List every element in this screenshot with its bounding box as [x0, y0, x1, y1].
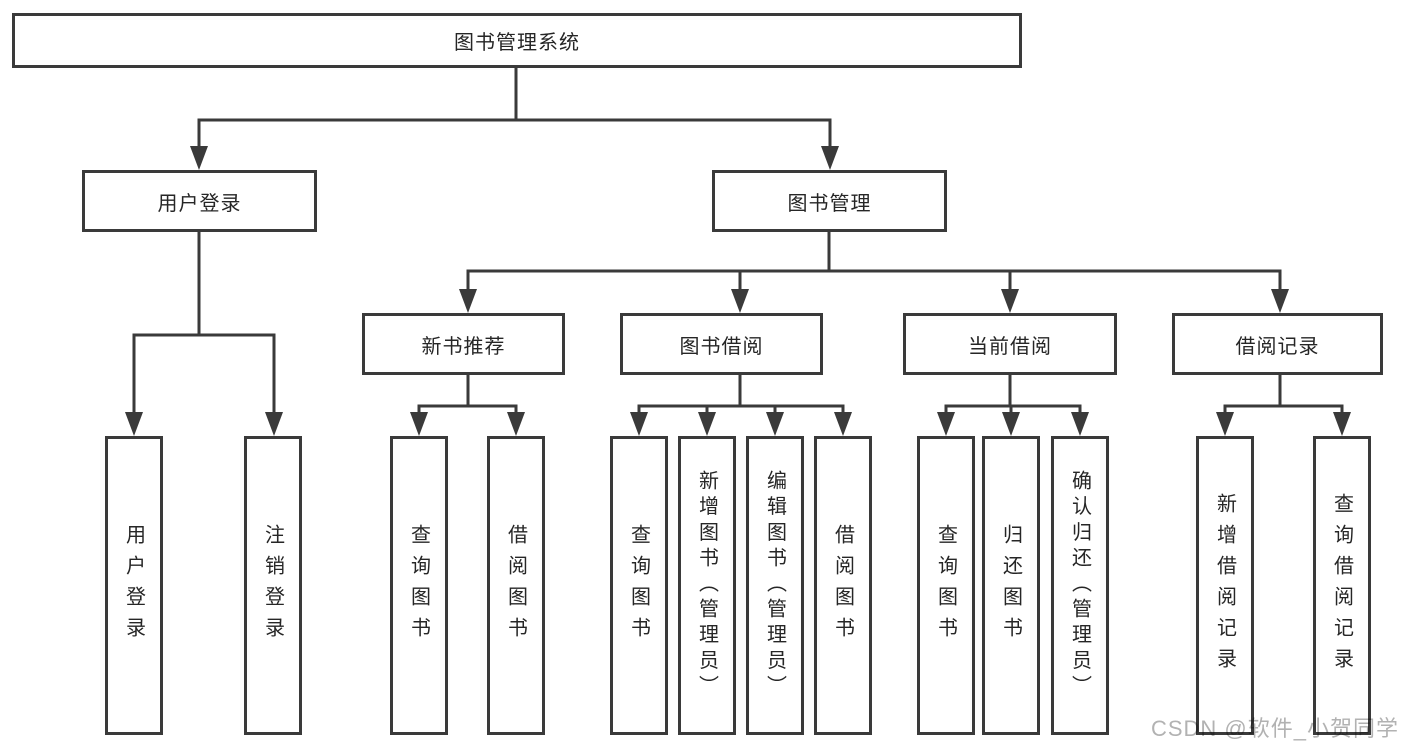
node-label: 图书管理系统: [454, 32, 580, 54]
node-label: 确认归还（管理员）: [1068, 470, 1091, 701]
node-borrow-books-leaf: 借阅图书: [814, 436, 872, 735]
node-label: 查询图书: [934, 523, 957, 648]
node-label: 用户登录: [122, 523, 145, 648]
node-query-books-recommend: 查询图书: [390, 436, 448, 735]
node-new-book-recommend: 新书推荐: [362, 313, 565, 375]
node-logout: 注销登录: [244, 436, 302, 735]
node-confirm-return-admin: 确认归还（管理员）: [1051, 436, 1109, 735]
node-label: 图书管理: [787, 192, 872, 215]
node-label: 新增图书（管理员）: [695, 470, 718, 701]
node-label: 注销登录: [261, 523, 284, 648]
node-label: 用户登录: [157, 192, 242, 215]
node-book-management: 图书管理: [712, 170, 947, 232]
node-label: 借阅图书: [831, 523, 854, 648]
node-label: 借阅记录: [1235, 335, 1320, 358]
arrowheads: [125, 146, 1351, 436]
node-library-system: 图书管理系统: [12, 13, 1022, 68]
node-label: 借阅图书: [504, 523, 527, 648]
node-label: 归还图书: [999, 523, 1022, 648]
node-label: 查询图书: [407, 523, 430, 648]
node-query-books-current: 查询图书: [917, 436, 975, 735]
node-label: 新增借阅记录: [1213, 492, 1236, 679]
node-book-borrow: 图书借阅: [620, 313, 823, 375]
node-add-borrow-record: 新增借阅记录: [1196, 436, 1254, 735]
node-user-login: 用户登录: [82, 170, 317, 232]
csdn-watermark: CSDN @软件_小贺同学: [1150, 716, 1399, 741]
node-label: 查询图书: [627, 523, 650, 648]
node-current-borrow: 当前借阅: [903, 313, 1117, 375]
node-return-book: 归还图书: [982, 436, 1040, 735]
node-label: 当前借阅: [968, 335, 1052, 358]
node-label: 查询借阅记录: [1330, 492, 1353, 679]
node-borrow-books-recommend: 借阅图书: [487, 436, 545, 735]
node-edit-book-admin: 编辑图书（管理员）: [746, 436, 804, 735]
node-query-books-borrow: 查询图书: [610, 436, 668, 735]
node-label: 新书推荐: [421, 335, 506, 358]
node-label: 编辑图书（管理员）: [763, 470, 786, 701]
node-add-book-admin: 新增图书（管理员）: [678, 436, 736, 735]
node-label: 图书借阅: [679, 335, 764, 358]
node-borrow-records: 借阅记录: [1172, 313, 1383, 375]
node-query-borrow-record: 查询借阅记录: [1313, 436, 1371, 735]
node-user-login-leaf: 用户登录: [105, 436, 163, 735]
